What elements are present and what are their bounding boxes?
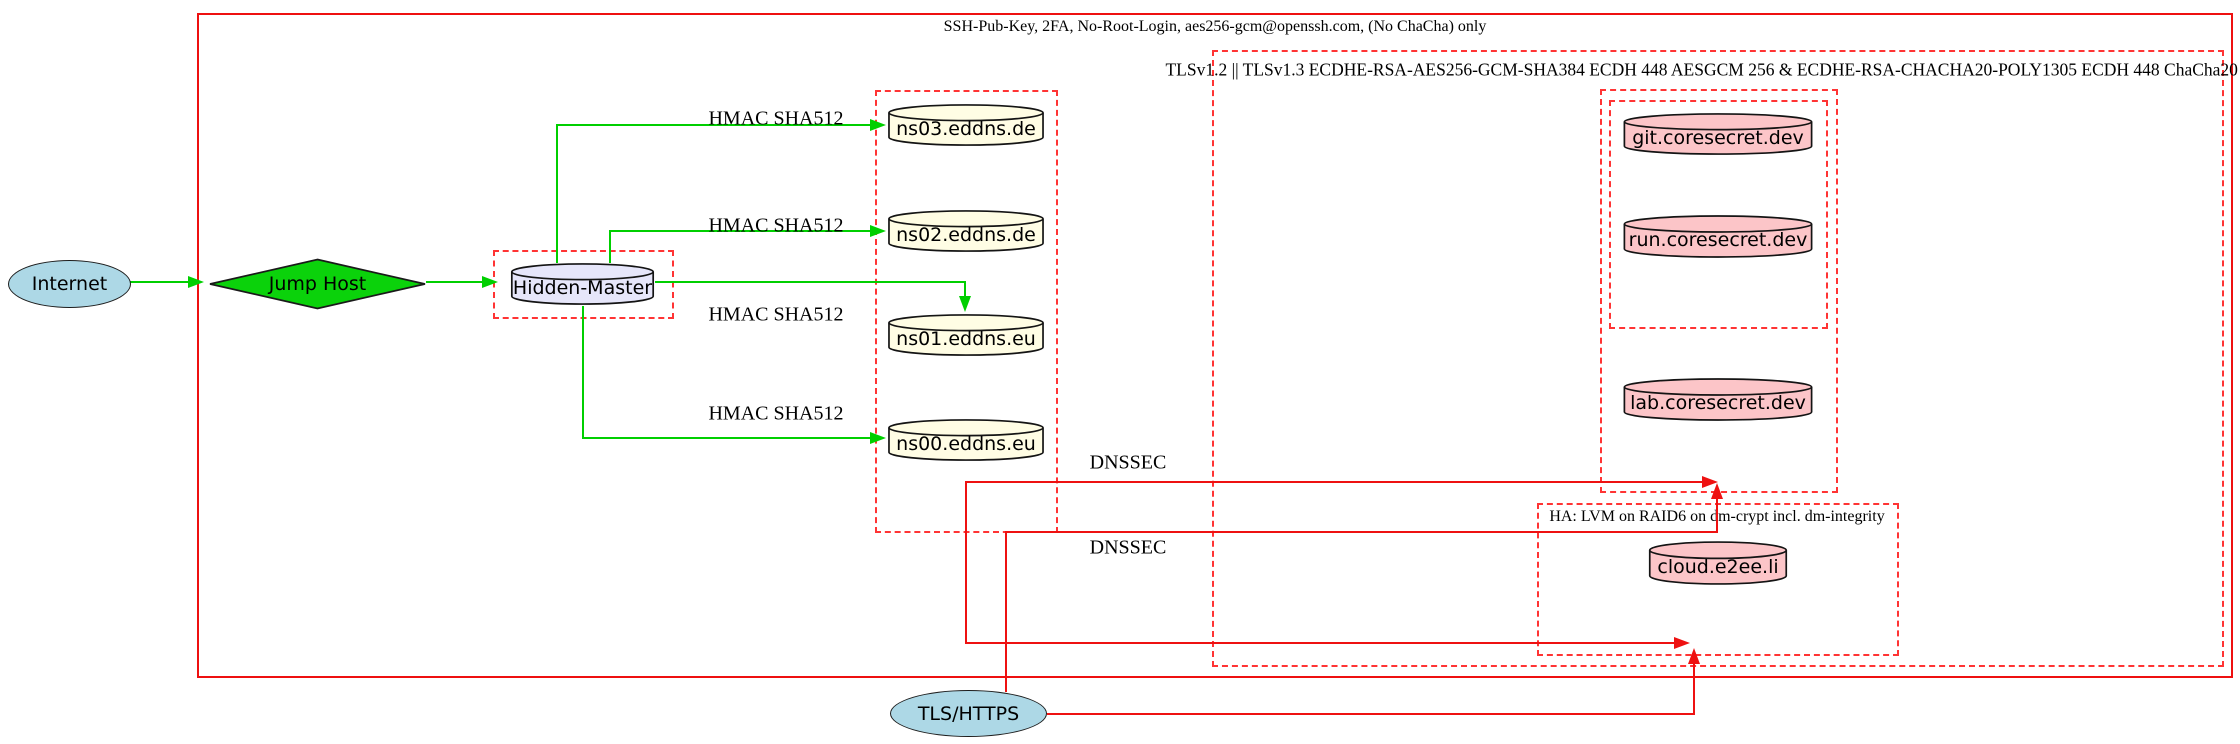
node-hidden-master: Hidden-Master [510,262,655,307]
node-ns01: ns01.eddns.eu [887,313,1045,358]
edge-jumphost-master-line [426,281,482,283]
cylinder-shape [887,103,1045,148]
node-tls-https: TLS/HTTPS [890,690,1047,737]
node-ns02: ns02.eddns.de [887,209,1045,254]
node-jump-host: Jump Host [208,258,427,310]
arrowhead-right-icon [482,276,498,288]
node-cloud-label: cloud.e2ee.li [1657,555,1779,578]
arrowhead-right-icon [870,432,886,444]
node-internet: Internet [8,260,131,308]
node-lab-label: lab.coresecret.dev [1630,392,1806,414]
cluster-coresecret-inner-box [1609,100,1828,329]
cylinder-shape [887,313,1045,358]
edge-label-dnssec-1: DNSSEC [1089,451,1167,474]
arrowhead-right-icon [1674,637,1690,649]
cylinder-shape [1622,214,1814,260]
node-git-label: git.coresecret.dev [1632,126,1804,149]
edge-internet-jumphost-line [130,281,188,283]
node-run-label: run.coresecret.dev [1628,229,1808,251]
edge-label-hmac-ns02: HMAC SHA512 [708,214,844,237]
edge-master-ns02-line [609,230,611,263]
cylinder-shape [887,418,1045,463]
cylinder-shape [1622,112,1814,157]
arrowhead-up-icon [1688,648,1700,664]
node-git-coresecret: git.coresecret.dev [1622,112,1814,157]
edge-label-dnssec-2: DNSSEC [1089,536,1167,559]
arrowhead-right-icon [870,225,886,237]
arrowhead-down-icon [959,296,971,312]
cluster-ssh-box [197,13,2233,678]
edge-master-ns03-line [556,124,558,263]
cluster-ha-box [1537,503,1899,656]
diamond-shape [208,258,427,310]
edge-label-hmac-ns03: HMAC SHA512 [708,107,844,130]
node-lab-coresecret: lab.coresecret.dev [1622,377,1814,423]
edge-master-ns01-line [964,281,966,296]
edge-label-hmac-ns00: HMAC SHA512 [708,402,844,425]
cylinder-shape [510,262,655,307]
edge-label-hmac-ns01: HMAC SHA512 [708,303,844,326]
node-ns00-label: ns00.eddns.eu [896,432,1036,455]
node-run-coresecret: run.coresecret.dev [1622,214,1814,260]
node-ns01-label: ns01.eddns.eu [896,327,1036,350]
arrowhead-right-icon [870,119,886,131]
node-cloud-e2ee: cloud.e2ee.li [1648,540,1788,587]
edge-master-ns01-line [655,281,966,283]
edge-dnssec2-line [1005,531,1007,692]
cluster-tls-label: TLSv1.2 || TLSv1.3 ECDHE-RSA-AES256-GCM-… [1165,59,2240,80]
node-ns03-label: ns03.eddns.de [896,117,1036,140]
node-ns02-label: ns02.eddns.de [896,223,1036,246]
node-ns03: ns03.eddns.de [887,103,1045,148]
node-hidden-master-label: Hidden-Master [512,276,653,299]
arrowhead-up-icon [1711,483,1723,499]
edge-master-ns00-line [582,437,870,439]
cylinder-shape [1648,540,1788,587]
edge-master-ns03-line [556,124,870,126]
edge-tls-ha-line [1047,713,1695,715]
node-internet-label: Internet [31,273,108,295]
node-ns00: ns00.eddns.eu [887,418,1045,463]
edge-tls-ha-line [1693,663,1695,715]
arrowhead-right-icon [188,276,204,288]
edge-dnssec1-line [965,642,1674,644]
node-tls-https-label: TLS/HTTPS [917,702,1020,725]
edge-dnssec1-line [965,481,967,644]
edge-dnssec1-line [965,481,1702,483]
cylinder-shape [1622,377,1814,423]
edge-master-ns02-line [609,230,870,232]
edge-dnssec2-line [1716,498,1718,533]
node-jump-host-label: Jump Host [268,273,367,295]
edge-master-ns00-line [582,306,584,439]
cluster-ssh-label: SSH-Pub-Key, 2FA, No-Root-Login, aes256-… [943,18,1487,35]
cluster-tls-box [1212,50,2224,667]
edge-dnssec2-line [1005,531,1718,533]
cylinder-shape [887,209,1045,254]
